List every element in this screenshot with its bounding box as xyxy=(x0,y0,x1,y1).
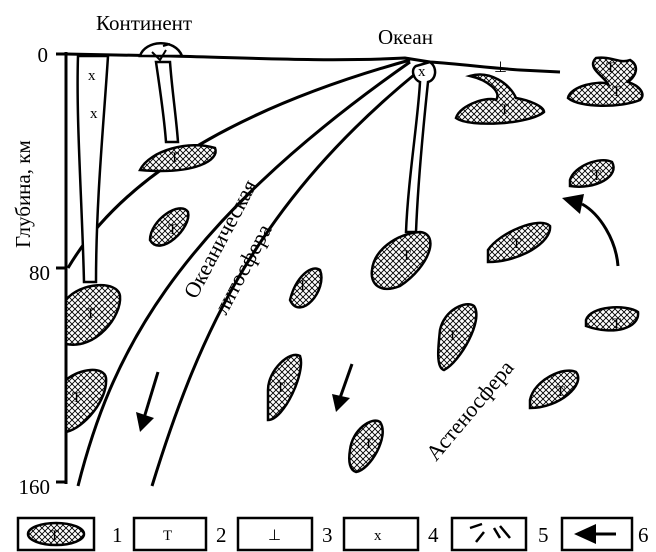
continental-volcano xyxy=(140,43,182,56)
x-symbol: х xyxy=(90,106,98,122)
depth-axis: 0 80 160 Глубина, км xyxy=(11,43,66,499)
magma-bodies: Т Т Т Т Т Т Т Т Т Т Т Т Т Т ⊥ Т Т xyxy=(66,58,642,472)
continental-base-line xyxy=(68,60,410,268)
t-symbol: Т xyxy=(168,222,177,238)
x-symbol: х xyxy=(418,64,426,80)
continent-label: Континент xyxy=(96,11,192,35)
legend-num-3: 3 xyxy=(322,523,333,547)
t-symbol: Т xyxy=(606,60,615,76)
t-symbol: Т xyxy=(72,390,81,406)
inverted-t-symbol: ⊥ xyxy=(268,528,281,544)
inverted-t-symbol: ⊥ xyxy=(494,60,507,76)
ocean-conduit xyxy=(406,62,435,232)
left-conduit xyxy=(78,56,108,282)
ocean-label: Океан xyxy=(378,25,433,49)
asthenosphere-label: Астеносфера xyxy=(421,355,519,465)
t-symbol: Т xyxy=(163,528,172,544)
t-symbol: Т xyxy=(592,168,601,184)
t-symbol: Т xyxy=(170,150,179,166)
t-symbol: Т xyxy=(86,306,95,322)
t-symbol: Т xyxy=(50,528,59,544)
legend-num-6: 6 xyxy=(638,523,649,547)
t-symbol: Т xyxy=(402,248,411,264)
t-symbol: Т xyxy=(298,278,307,294)
t-symbol: Т xyxy=(512,236,521,252)
legend-num-5: 5 xyxy=(538,523,549,547)
t-symbol: Т xyxy=(448,328,457,344)
t-symbol: Т xyxy=(612,316,621,332)
t-symbol: Т xyxy=(276,380,285,396)
legend-num-1: 1 xyxy=(112,523,123,547)
t-symbol: Т xyxy=(364,436,373,452)
arrow-down-icon xyxy=(136,412,154,432)
t-symbol: Т xyxy=(556,384,565,400)
y-axis-label: Глубина, км xyxy=(11,140,35,248)
t-symbol: Т xyxy=(612,84,621,100)
tick-0: 0 xyxy=(38,43,49,67)
legend: Т 1 Т 2 ⊥ 3 х 4 5 6 xyxy=(18,518,649,550)
tick-80: 80 xyxy=(29,261,50,285)
magma-body xyxy=(530,371,578,408)
arrow-up-icon xyxy=(562,194,584,214)
legend-box-5 xyxy=(452,518,526,550)
t-symbol: Т xyxy=(500,102,509,118)
x-symbol: х xyxy=(374,528,382,544)
tick-160: 160 xyxy=(19,475,51,499)
legend-num-4: 4 xyxy=(428,523,439,547)
continental-conduit xyxy=(156,62,178,142)
legend-num-2: 2 xyxy=(216,523,227,547)
magma-body xyxy=(438,304,476,370)
arrow-down-icon xyxy=(332,394,350,412)
x-symbol: х xyxy=(88,68,96,84)
